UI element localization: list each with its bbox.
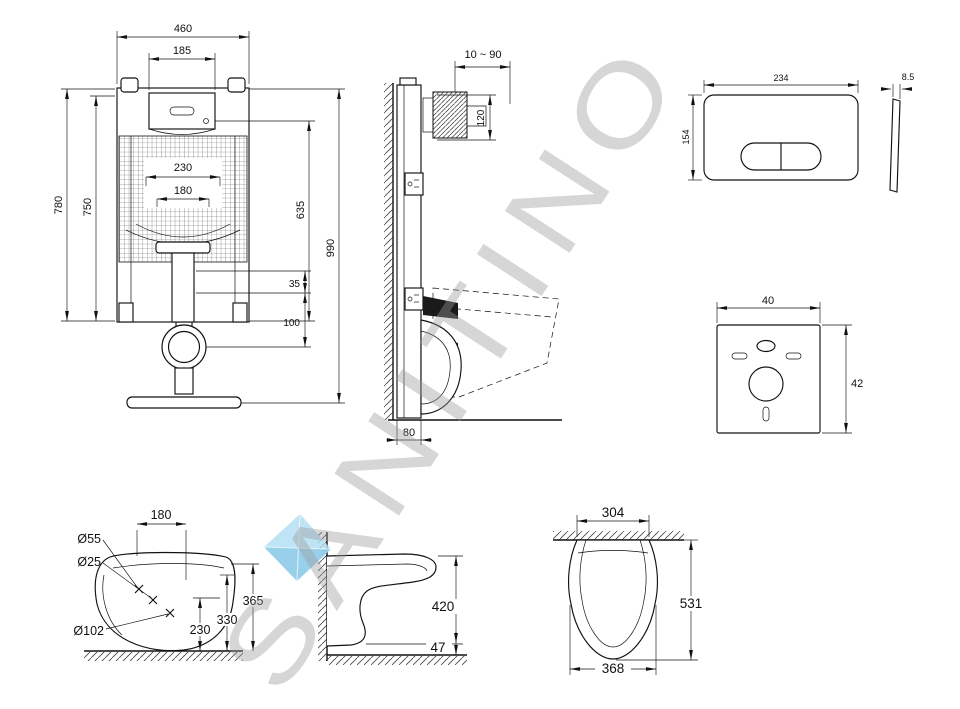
sound-pad-view: 40 42	[716, 295, 863, 434]
toilet-mounting-dimensions: Ø55 Ø25 Ø102 180 365 330 230	[73, 508, 267, 651]
cistern-side-dimensions: 10 ~ 90 120 80	[386, 49, 511, 445]
dim-8-5-label: 8.5	[902, 72, 915, 82]
cistern-front-dimensions: 460 185 780 750 230 180 635	[53, 23, 345, 404]
sound-pad-linework	[716, 324, 821, 434]
dim-100-label: 100	[283, 318, 300, 329]
toilet-side-linework	[318, 532, 467, 665]
dim-330-label: 330	[217, 613, 238, 627]
cistern-side-linework	[384, 77, 562, 421]
sound-pad-dimensions: 40 42	[716, 295, 863, 434]
dim-780-label: 780	[53, 196, 65, 214]
dim-635-label: 635	[295, 201, 307, 219]
flush-plate-dimensions: 234 154 8.5	[681, 72, 915, 181]
toilet-side-view: 420 47	[318, 532, 467, 665]
dim-460-label: 460	[174, 23, 192, 35]
dim-154-label: 154	[681, 129, 691, 144]
dim-range-label: 10 ~ 90	[464, 49, 501, 61]
cistern-side-view: 10 ~ 90 120 80	[384, 49, 562, 445]
dim-180b-label: 180	[151, 508, 172, 522]
toilet-top-linework	[553, 531, 684, 660]
flush-plate-view: 234 154 8.5	[681, 72, 915, 193]
dim-180-label: 180	[174, 185, 192, 197]
dim-990-label: 990	[325, 239, 337, 257]
dim-80-label: 80	[403, 427, 415, 439]
dim-420-label: 420	[432, 599, 455, 614]
dim-304-label: 304	[602, 505, 625, 520]
cistern-front-linework	[116, 77, 250, 409]
dim-185-label: 185	[173, 45, 191, 57]
dim-365-label: 365	[243, 594, 264, 608]
dim-40-label: 40	[762, 295, 774, 307]
toilet-top-dimensions: 304 531 368	[569, 505, 707, 676]
dim-230-label: 230	[174, 162, 192, 174]
dim-diam102-label: Ø102	[73, 624, 104, 638]
dim-47-label: 47	[430, 640, 445, 655]
dim-750-label: 750	[82, 198, 94, 216]
flush-plate-linework	[703, 94, 901, 193]
dim-234-label: 234	[773, 73, 788, 83]
dim-531-label: 531	[680, 596, 703, 611]
toilet-mounting-view: Ø55 Ø25 Ø102 180 365 330 230	[73, 508, 267, 661]
dim-42-label: 42	[851, 378, 863, 390]
dim-35-label: 35	[289, 279, 301, 290]
dim-120-label: 120	[476, 109, 487, 126]
toilet-top-view: 304 531 368	[553, 505, 707, 676]
dim-diam55-label: Ø55	[77, 532, 101, 546]
toilet-side-dimensions: 420 47	[366, 555, 463, 655]
dim-230b-label: 230	[190, 623, 211, 637]
dim-diam25-label: Ø25	[77, 555, 101, 569]
cistern-front-view: 460 185 780 750 230 180 635	[53, 23, 345, 409]
dim-368-label: 368	[602, 661, 625, 676]
